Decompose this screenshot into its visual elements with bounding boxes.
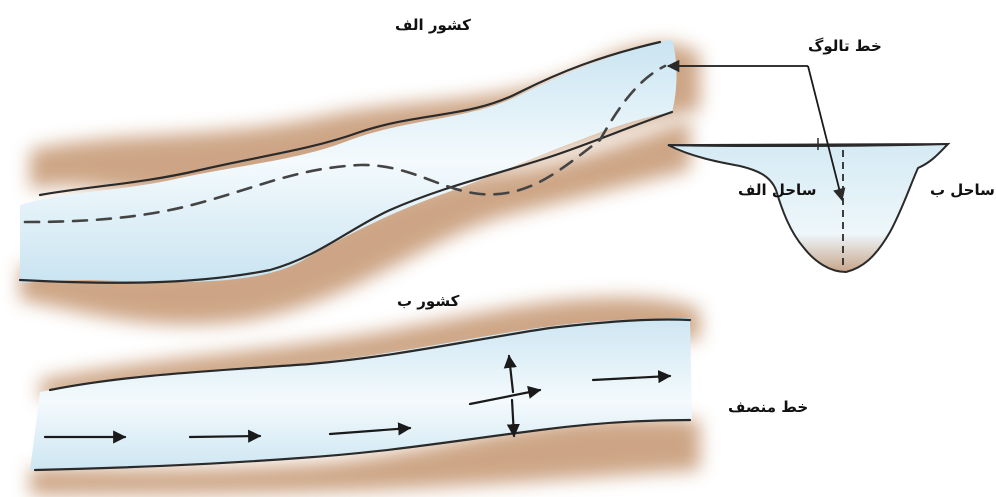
label-country-b: کشور ب — [397, 292, 459, 310]
water-surface-line — [668, 144, 948, 145]
cross-section-basin — [668, 144, 948, 272]
label-country-a: کشور الف — [395, 16, 471, 34]
river-cross-section — [668, 138, 948, 272]
flow-arrow-2 — [190, 436, 260, 437]
label-bank-a: ساحل الف — [738, 181, 816, 199]
label-median-line: خط منصف — [728, 398, 808, 416]
label-thalweg-line: خط تالوگ — [808, 37, 882, 55]
label-bank-b: ساحل ب — [930, 181, 995, 199]
